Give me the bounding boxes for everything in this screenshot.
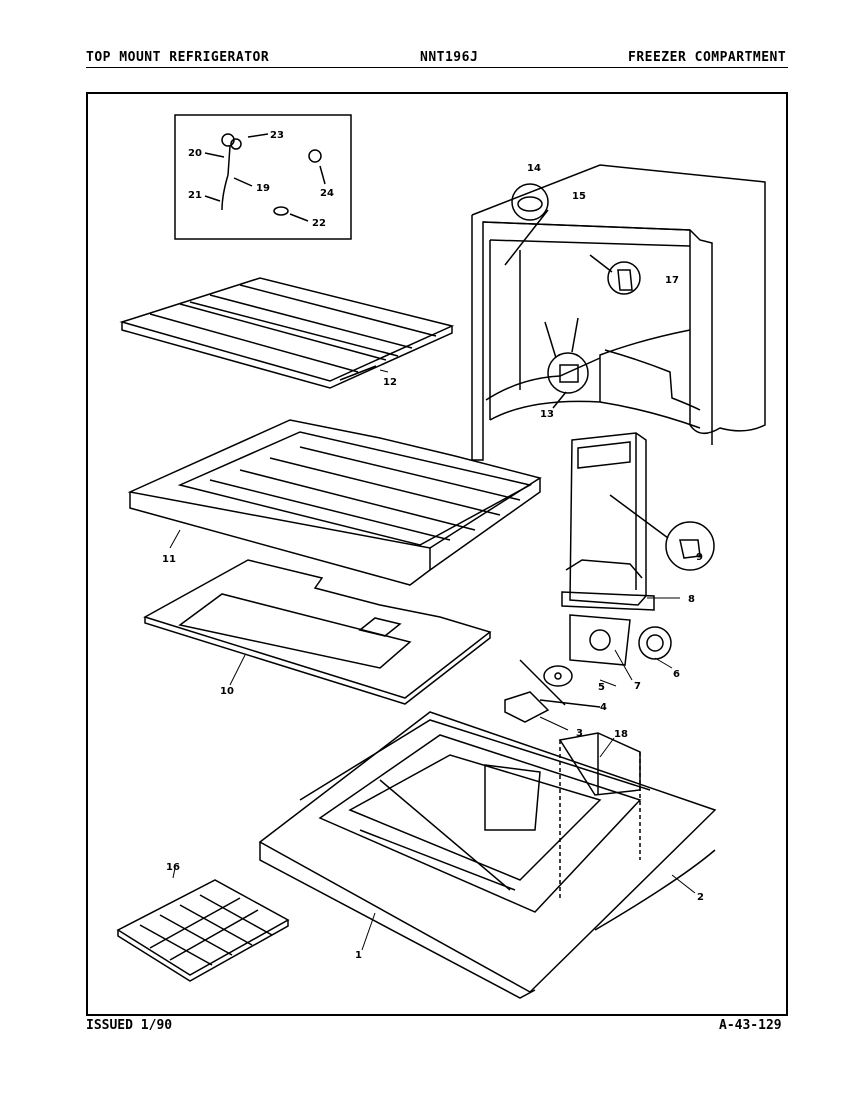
- ice-tray: [116, 879, 290, 982]
- header-title: TOP MOUNT REFRIGERATOR: [86, 50, 270, 65]
- callout-17: 17: [665, 275, 679, 286]
- leader-lines: [169, 369, 696, 951]
- freezer-cabinet: [471, 164, 766, 461]
- fan-assembly: [504, 614, 672, 723]
- diagram-frame: [86, 92, 788, 1016]
- callout-9: 9: [696, 552, 703, 563]
- callout-4: 4: [600, 702, 607, 713]
- model-number: NNT196J: [420, 50, 479, 65]
- inset-small-parts: [174, 114, 352, 240]
- callout-7: 7: [634, 681, 641, 692]
- freezer-floor: [258, 711, 717, 999]
- header-rule: [86, 67, 788, 68]
- deflector: [558, 732, 641, 900]
- callout-24: 24: [320, 188, 334, 199]
- callout-3: 3: [576, 728, 583, 739]
- shelf-tray: [127, 419, 542, 586]
- callout-19: 19: [256, 183, 270, 194]
- issued-date: ISSUED 1/90: [86, 1018, 173, 1033]
- page-code: A-43-129: [719, 1018, 782, 1033]
- callout-2: 2: [697, 892, 704, 903]
- callout-13: 13: [540, 409, 554, 420]
- callout-18: 18: [614, 729, 628, 740]
- callout-8: 8: [688, 594, 695, 605]
- callout-10: 10: [220, 686, 234, 697]
- callout-15: 15: [572, 191, 586, 202]
- callout-21: 21: [188, 190, 202, 201]
- callout-16: 16: [166, 862, 180, 873]
- callout-labels: 23 20 19 21 24 22 14 15 17 13 12 11 10 9…: [162, 130, 704, 961]
- callout-11: 11: [162, 554, 176, 565]
- callout-14: 14: [527, 163, 541, 174]
- callout-23: 23: [270, 130, 284, 141]
- air-duct: [561, 432, 715, 611]
- callout-6: 6: [673, 669, 680, 680]
- wire-shelf: [119, 277, 455, 389]
- callout-1: 1: [355, 950, 362, 961]
- callout-22: 22: [312, 218, 326, 229]
- insulation-panel: [143, 559, 492, 705]
- callout-5: 5: [598, 682, 605, 693]
- callout-12: 12: [383, 377, 397, 388]
- section-title: FREEZER COMPARTMENT: [628, 50, 787, 65]
- callout-20: 20: [188, 148, 202, 159]
